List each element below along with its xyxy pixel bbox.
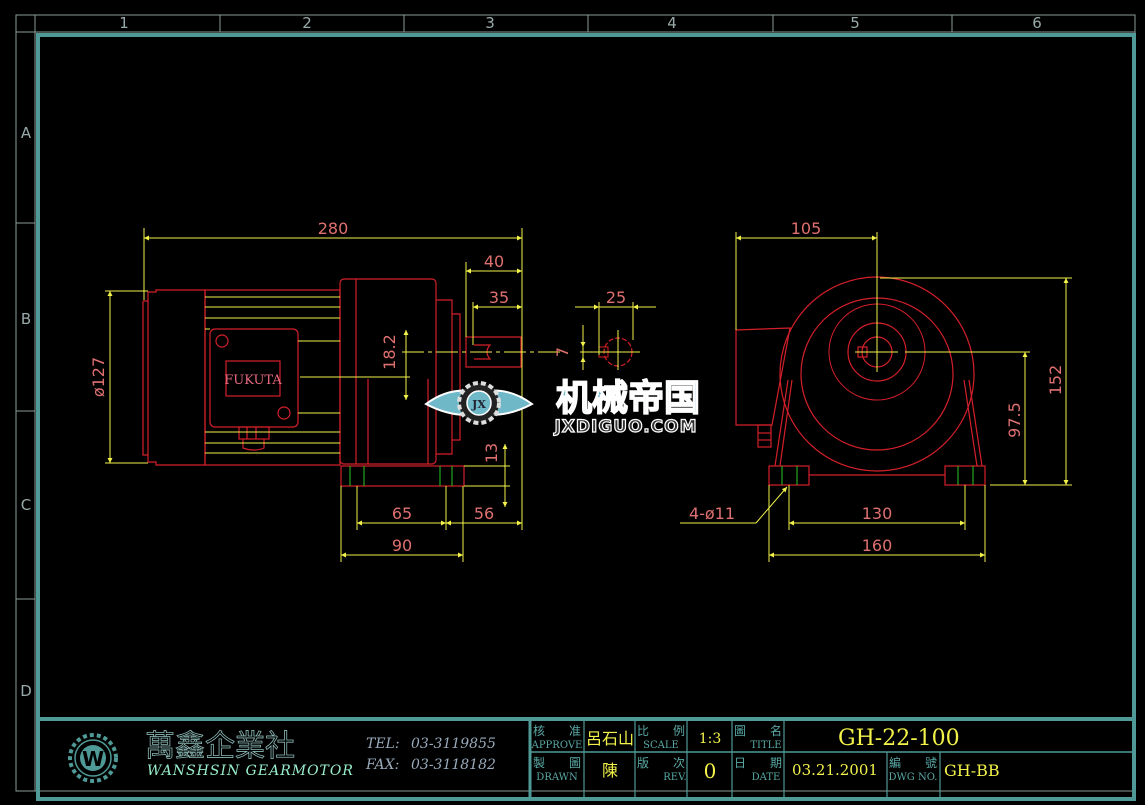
dim-overall-height: 152 bbox=[1046, 365, 1065, 396]
title-label-cn: 圖 名 bbox=[734, 723, 782, 738]
dim-motor-diameter: ø127 bbox=[89, 357, 108, 397]
front-view bbox=[735, 276, 986, 486]
front-view-centerlines bbox=[781, 466, 974, 485]
rev-value: 0 bbox=[704, 759, 717, 783]
dim-mounting-holes: 4-ø11 bbox=[689, 504, 735, 523]
dwg-no-label-en: DWG NO. bbox=[888, 772, 937, 783]
approve-value: 呂石山 bbox=[586, 729, 634, 748]
grid-col-label: 1 bbox=[119, 14, 129, 32]
grid-col-label: 6 bbox=[1032, 14, 1042, 32]
tel-label: TEL: bbox=[366, 736, 400, 752]
rev-label-cn: 版 次 bbox=[637, 756, 685, 770]
scale-value: 1:3 bbox=[699, 731, 722, 747]
scale-label-cn: 比 例 bbox=[637, 724, 685, 738]
watermark-english: JXDIGUO.COM bbox=[553, 417, 697, 437]
dwg-no-label-cn: 編 號 bbox=[889, 755, 937, 770]
grid-row-label: B bbox=[21, 310, 31, 328]
watermark-logo: JX 机械帝国 JXDIGUO.COM bbox=[424, 377, 701, 438]
grid-column-labels: 1 2 3 4 5 6 bbox=[119, 14, 1042, 32]
watermark-badge: JX bbox=[471, 398, 486, 411]
dim-shaft-width: 25 bbox=[606, 288, 626, 307]
side-view-fins bbox=[205, 296, 340, 454]
side-view-centerlines bbox=[349, 466, 453, 486]
title-label-en: TITLE bbox=[750, 740, 781, 751]
dim-key-height: 7 bbox=[553, 347, 572, 357]
grid-row-label: D bbox=[20, 682, 32, 700]
drawing-border bbox=[36, 33, 1136, 801]
grid-row-label: C bbox=[21, 496, 31, 514]
fax-label: FAX: bbox=[365, 757, 399, 773]
front-view-dimensions bbox=[680, 232, 1072, 562]
dim-overall-length: 280 bbox=[318, 219, 349, 238]
date-label-cn: 日 期 bbox=[734, 756, 782, 770]
side-view-dimensions bbox=[105, 228, 560, 562]
dim-foot-hole-spacing: 65 bbox=[392, 504, 412, 523]
date-value: 03.21.2001 bbox=[792, 761, 878, 779]
dim-shaft-offset: 18.2 bbox=[380, 334, 399, 370]
grid-row-label: A bbox=[21, 124, 32, 142]
company-name-chinese: 萬鑫企業社 bbox=[145, 729, 295, 764]
grid-col-label: 3 bbox=[485, 14, 495, 32]
side-view bbox=[142, 278, 522, 487]
rev-label-en: REV. bbox=[663, 772, 686, 783]
fax-value: 03-3118182 bbox=[411, 757, 496, 773]
drawn-value: 陳 bbox=[602, 761, 618, 780]
dim-foot-width: 160 bbox=[862, 536, 893, 555]
scale-label-en: SCALE bbox=[643, 740, 679, 751]
drawn-label-cn: 製 圖 bbox=[533, 756, 581, 770]
dim-hole-spacing: 130 bbox=[862, 504, 893, 523]
company-logo: W bbox=[68, 733, 118, 783]
grid-row-labels: A B C D bbox=[20, 124, 32, 700]
tel-value: 03-3119855 bbox=[411, 736, 496, 752]
dim-foot-length: 90 bbox=[392, 536, 412, 555]
company-name-english: WANSHSIN GEARMOTOR bbox=[147, 763, 354, 779]
date-label-en: DATE bbox=[752, 772, 781, 783]
dwg-no-value: GH-BB bbox=[944, 761, 1000, 780]
dim-front-shaft-offset: 105 bbox=[791, 219, 822, 238]
title-block-lines bbox=[528, 721, 1134, 797]
drawing-title-value: GH-22-100 bbox=[838, 726, 960, 751]
logo-letter: W bbox=[82, 747, 104, 771]
approve-label-en: APPROVE bbox=[531, 740, 583, 751]
dim-shaft-length: 40 bbox=[484, 252, 504, 271]
grid-col-label: 2 bbox=[302, 14, 312, 32]
brand-label: FUKUTA bbox=[224, 373, 282, 388]
shaft-detail bbox=[575, 302, 656, 370]
dim-foot-thickness: 13 bbox=[482, 443, 501, 463]
grid-col-label: 5 bbox=[850, 14, 860, 32]
drawn-label-en: DRAWN bbox=[536, 772, 578, 783]
grid-col-label: 4 bbox=[667, 14, 677, 32]
approve-label-cn: 核 准 bbox=[533, 724, 581, 738]
brand-plate bbox=[225, 360, 281, 397]
dim-key-length: 35 bbox=[489, 288, 509, 307]
dim-shaft-to-foot: 56 bbox=[474, 504, 494, 523]
watermark-chinese: 机械帝国 bbox=[556, 378, 700, 419]
dim-shaft-center-height: 97.5 bbox=[1005, 402, 1024, 438]
